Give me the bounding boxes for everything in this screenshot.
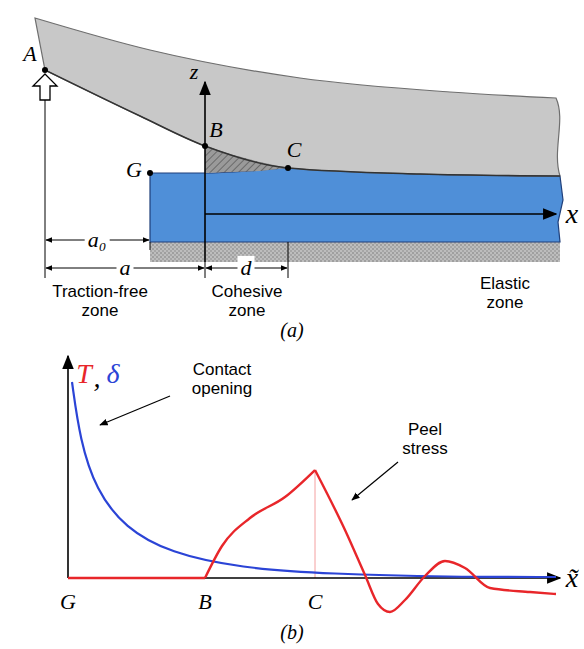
- curve-label: Peel stress: [395, 421, 455, 458]
- axis-label: x: [566, 199, 578, 230]
- peel-stress-curve: [68, 577, 205, 579]
- zone-label: Cohesive zone: [207, 283, 287, 320]
- axis-label: z: [190, 60, 199, 84]
- substrate: [150, 242, 560, 262]
- opening-curve: [72, 382, 556, 577]
- zone-label: Traction-free zone: [52, 283, 148, 320]
- leader-line: [100, 396, 170, 425]
- point-marker: [42, 67, 48, 73]
- peel-stress-curve: [205, 470, 315, 578]
- curve-label: Contact opening: [172, 361, 272, 398]
- adhesive-layer: [150, 168, 563, 242]
- z-axis: [204, 82, 206, 262]
- point-marker: [202, 143, 208, 149]
- axis-label: ,: [94, 363, 101, 394]
- extension-line: [205, 262, 206, 278]
- peel-stress-curve: [315, 470, 556, 612]
- axis-label: δ: [106, 359, 119, 390]
- point-label: G: [126, 158, 142, 182]
- dimension-label: a: [117, 256, 134, 280]
- extension-line: [288, 242, 289, 278]
- point-label: B: [209, 118, 222, 142]
- beam-lower-edge: [45, 70, 560, 176]
- point-label: A: [23, 42, 36, 66]
- x-axis: [205, 213, 556, 215]
- leader-line: [352, 462, 398, 500]
- dimension-label: a₀: [85, 228, 110, 252]
- panel-caption: (b): [280, 621, 303, 643]
- extension-line: [45, 100, 46, 278]
- peak-guide: [315, 470, 316, 578]
- panel-caption: (a): [280, 319, 303, 341]
- axis-label: x̃: [566, 563, 578, 594]
- y-axis: [67, 356, 69, 578]
- axis-tick-label: B: [198, 590, 211, 614]
- beam: [35, 18, 560, 176]
- axis-label: T: [76, 359, 92, 390]
- point-label: C: [287, 138, 302, 162]
- extension-line: [150, 242, 151, 250]
- zone-label: Elastic zone: [465, 275, 545, 312]
- load-arrow: [33, 74, 57, 100]
- dimension-label: d: [238, 256, 255, 280]
- axis-tick-label: C: [308, 590, 323, 614]
- axis-tick-label: G: [60, 590, 76, 614]
- point-marker: [147, 170, 153, 176]
- point-marker: [285, 165, 291, 171]
